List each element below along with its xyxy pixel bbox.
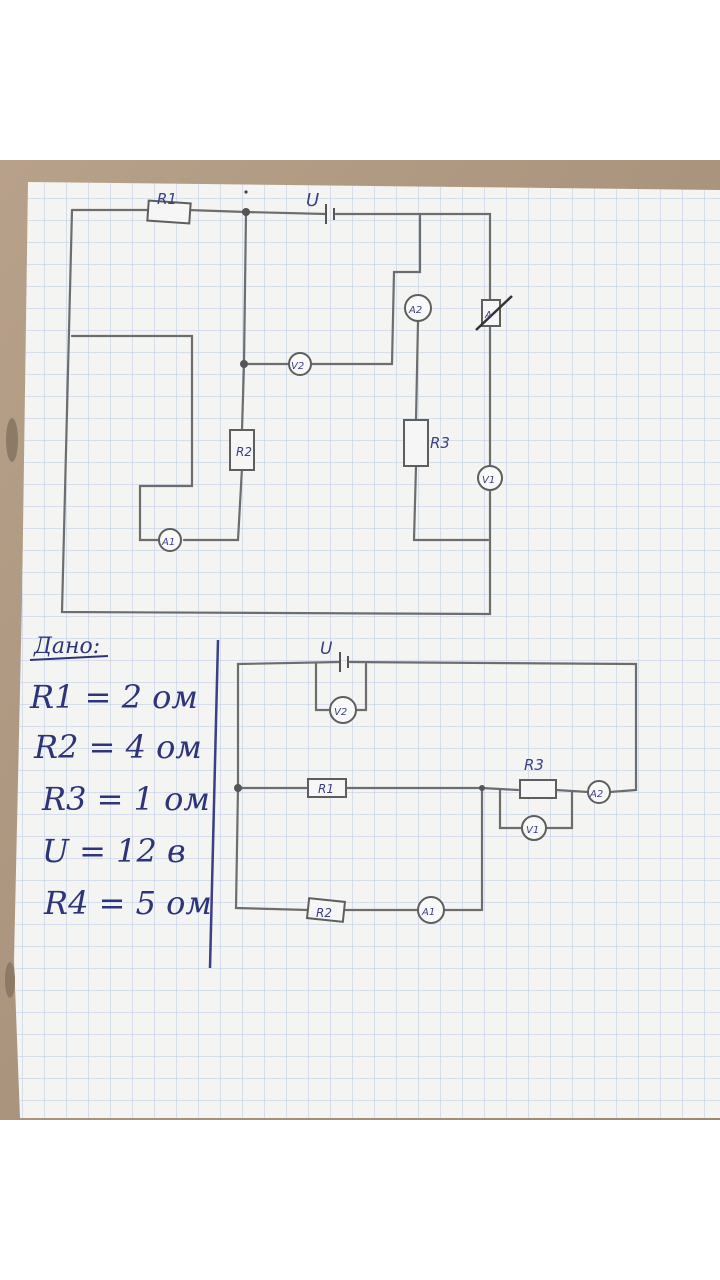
bottom-r2-label: R2 <box>316 906 332 920</box>
top-r3-label: R3 <box>430 434 450 452</box>
bottom-circuit <box>234 652 638 924</box>
bottom-r1-label: R1 <box>318 782 334 796</box>
given-line-r3: R3 = 1 ом <box>41 780 210 818</box>
bottom-a1-label: A1 <box>421 907 435 918</box>
bottom-a2-label: A2 <box>589 789 603 800</box>
given-line-r2: R2 = 4 ом <box>33 728 202 766</box>
top-v1-label: V1 <box>482 475 495 486</box>
bottom-v2-label: V2 <box>334 707 347 718</box>
bottom-u-label: U <box>320 639 333 659</box>
top-a1-label: A1 <box>161 537 175 548</box>
paper-grid <box>14 182 720 1118</box>
top-r2-label: R2 <box>236 445 252 459</box>
top-r1-label: R1 <box>157 190 177 208</box>
pen-divider <box>208 639 220 969</box>
given-title: Дано: <box>33 634 100 659</box>
top-v2-label: V2 <box>291 361 304 372</box>
top-circuit <box>60 190 513 616</box>
given-line-r1: R1 = 2 ом <box>29 678 198 716</box>
given-line-u: U = 12 в <box>42 832 186 870</box>
given-block <box>29 655 109 661</box>
notebook-holes <box>5 418 18 998</box>
top-u-label: U <box>306 190 319 211</box>
given-line-r4: R4 = 5 ом <box>43 884 212 922</box>
bottom-v1-label: V1 <box>526 825 539 836</box>
top-crossed-label: A <box>484 310 492 321</box>
bottom-r3-label: R3 <box>524 756 544 774</box>
top-a2-label: A2 <box>408 305 422 316</box>
